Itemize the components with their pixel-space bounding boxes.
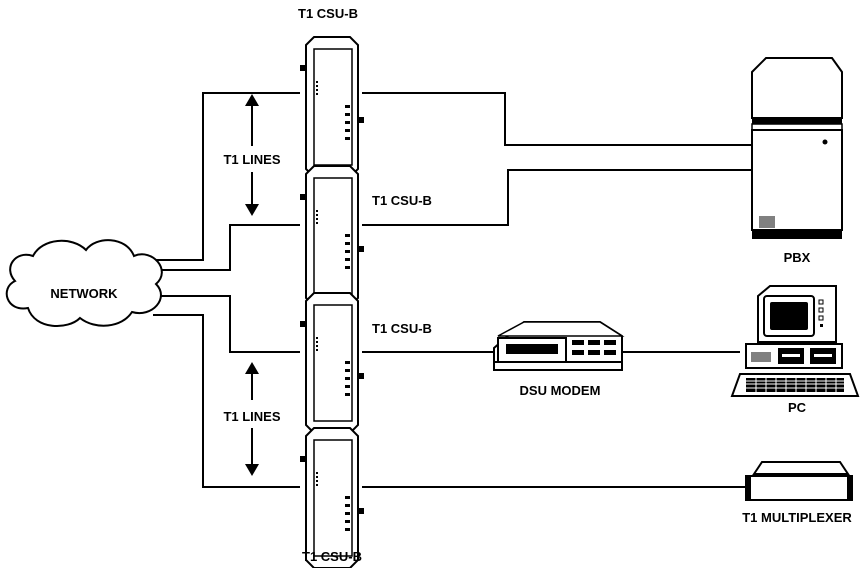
t1-multiplexer [745, 461, 853, 501]
csu-unit-1 [299, 36, 365, 178]
csu-unit-2 [299, 165, 365, 307]
pc [730, 285, 860, 397]
connection-lines [146, 92, 752, 488]
network-label: NETWORK [50, 286, 118, 301]
csu-label-3: T1 CSU-B [372, 321, 432, 336]
dsu-modem-label: DSU MODEM [520, 383, 601, 398]
dsu-modem [493, 321, 625, 371]
line-csu1-pbx [362, 92, 752, 146]
line-csu2-pbx [362, 169, 752, 226]
pbx-label: PBX [784, 250, 811, 265]
t1-lines-bottom-arrow [245, 362, 259, 476]
pbx [751, 57, 843, 239]
line-network-csu4 [153, 314, 300, 488]
t1-lines-top-arrow [245, 94, 259, 216]
line-network-csu3 [158, 295, 300, 353]
network-cloud: NETWORK [5, 239, 163, 328]
line-network-csu2 [146, 224, 300, 271]
cloud-icon [5, 239, 163, 328]
csu-unit-3 [299, 292, 365, 434]
csu-label-1: T1 CSU-B [298, 6, 358, 21]
t1-multiplexer-label: T1 MULTIPLEXER [742, 510, 852, 525]
t1-lines-top-label: T1 LINES [223, 152, 280, 167]
csu-label-2: T1 CSU-B [372, 193, 432, 208]
csu-label-4: T1 CSU-B [302, 549, 362, 564]
line-network-csu1 [146, 92, 300, 261]
pc-label: PC [788, 400, 807, 415]
csu-unit-4 [299, 427, 365, 568]
t1-lines-bottom-label: T1 LINES [223, 409, 280, 424]
